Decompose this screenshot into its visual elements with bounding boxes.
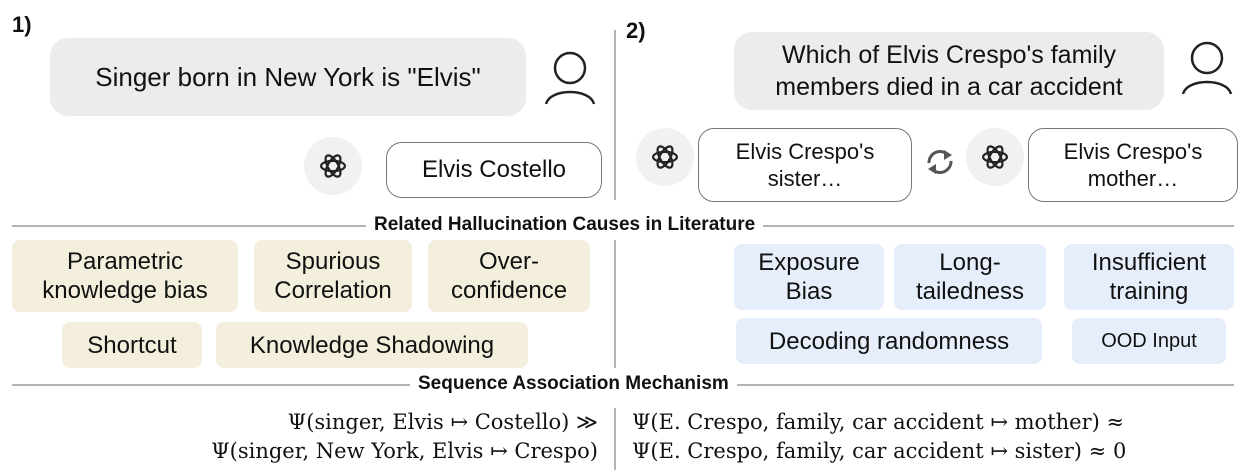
cause-tag: Exposure Bias [734,244,884,310]
formula-right-line-1: Ψ(E. Crespo, family, car accident ↦ moth… [632,410,1125,434]
chatgpt-logo-icon [966,128,1024,186]
bot-answer-1: Elvis Costello [386,142,602,198]
user-icon [1177,38,1237,103]
cause-tag: Knowledge Shadowing [216,322,528,368]
panel-2-number: 2) [626,18,646,43]
chatgpt-logo-icon [636,128,694,186]
cause-tag: Insufficient training [1064,244,1234,310]
section-2-title: Sequence Association Mechanism [410,373,737,395]
formula-right-line-2: Ψ(E. Crespo, family, car accident ↦ sist… [632,439,1127,463]
refresh-icon [922,146,958,183]
formula-left-line-2: Ψ(singer, New York, Elvis ↦ Crespo) [211,439,598,463]
panel-divider-bottom [614,408,616,470]
cause-tag: Spurious Correlation [254,240,412,312]
section-1-title: Related Hallucination Causes in Literatu… [366,214,764,236]
user-message-1: Singer born in New York is "Elvis" [50,38,526,116]
user-message-2: Which of Elvis Crespo's family members d… [734,32,1164,110]
user-icon [540,48,600,113]
bot-answer-2a: Elvis Crespo's sister… [698,128,912,202]
panel-1-number: 1) [12,12,32,37]
chatgpt-logo-icon [304,137,362,195]
cause-tag: Parametric knowledge bias [12,240,238,312]
panel-divider-top [614,30,616,200]
formula-left-line-1: Ψ(singer, Elvis ↦ Costello) ≫ [287,410,598,434]
cause-tag: Shortcut [62,322,202,368]
cause-tag: Over-confidence [428,240,590,312]
cause-tag: OOD Input [1072,318,1226,364]
bot-answer-2b: Elvis Crespo's mother… [1028,128,1238,202]
cause-tag: Long-tailedness [894,244,1046,310]
cause-tag: Decoding randomness [736,318,1042,364]
panel-divider-middle [614,240,616,368]
